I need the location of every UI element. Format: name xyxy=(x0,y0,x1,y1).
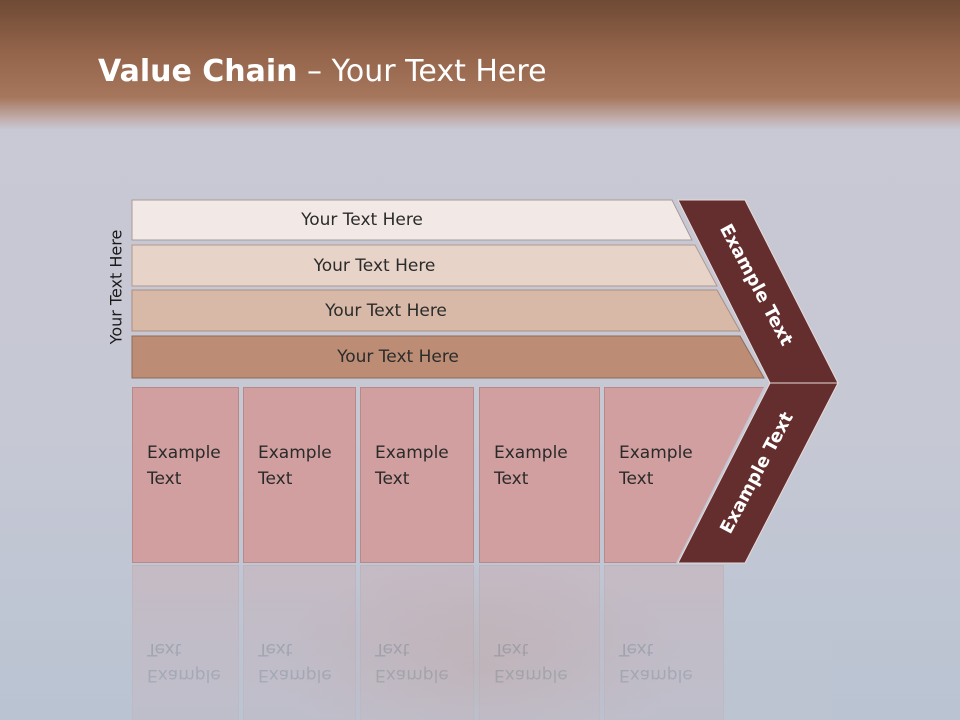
activity-column-2-line2: Text xyxy=(258,469,293,489)
title-banner xyxy=(0,0,960,130)
activity-column-4-line1: Example xyxy=(494,443,568,463)
support-bar-3-outline xyxy=(131,289,741,332)
activity-column-3-line1: Example xyxy=(375,443,449,463)
support-bar-2-label: Your Text Here xyxy=(313,255,436,276)
support-bar-4: Your Text Here xyxy=(132,336,764,378)
activity-column-1-line1: Example xyxy=(147,443,221,463)
support-bar-4-label: Your Text Here xyxy=(337,347,459,367)
support-bar-3: Your Text Here xyxy=(132,290,740,331)
activity-column-1-line2: Text xyxy=(147,469,182,489)
slide-title: Value Chain – Your Text Here xyxy=(98,54,547,89)
slide-title-bold: Value Chain xyxy=(98,54,298,89)
support-bar-2-outline xyxy=(131,244,718,287)
slide-title-rest: – Your Text Here xyxy=(297,54,547,89)
support-bar-1-label: Your Text Here xyxy=(301,210,423,230)
activity-column-3-line2: Text xyxy=(375,469,410,489)
reflection-fade xyxy=(132,565,832,720)
support-bar-1-outline xyxy=(131,199,693,241)
support-bar-1: Your Text Here xyxy=(132,200,692,240)
support-bar-4-outline xyxy=(131,335,765,379)
activity-column-2-line1: Example xyxy=(258,443,332,463)
support-bar-3-label: Your Text Here xyxy=(325,300,447,321)
support-bar-2: Your Text Here xyxy=(132,245,717,286)
activity-column-5-line2: Text xyxy=(619,469,654,489)
activity-column-5-line1: Example xyxy=(619,443,693,463)
chevron-lower xyxy=(677,382,839,564)
activity-column-4-line2: Text xyxy=(494,469,529,489)
